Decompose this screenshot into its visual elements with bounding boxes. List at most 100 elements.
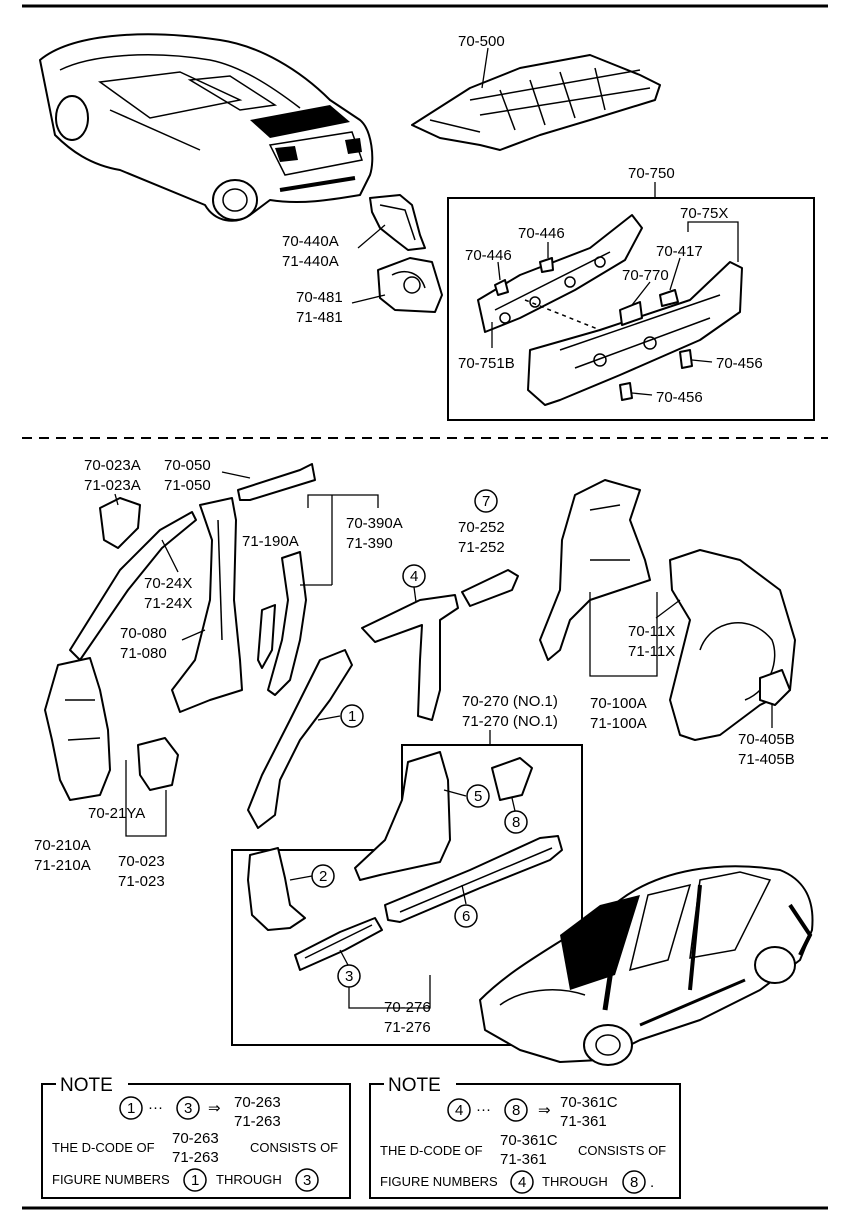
center-pillar-part-fig-4	[361, 594, 459, 721]
clip-70-456-lower	[619, 382, 633, 401]
figure-number-8-circle	[504, 810, 528, 834]
part-label-71-481: 71-481	[296, 309, 343, 326]
rear-floor-pan-part	[411, 54, 661, 151]
note-left-arrow: ⇒	[208, 1100, 221, 1117]
rear-car-illustration	[39, 33, 374, 222]
part-label-70-270: 70-270 (NO.1)	[462, 693, 558, 710]
clip-70-446-left	[494, 279, 509, 296]
part-label-71-405b: 71-405B	[738, 751, 795, 768]
part-label-70-750: 70-750	[628, 165, 675, 182]
figure-number-7-circle	[474, 489, 498, 513]
figure-number-6-circle	[454, 904, 478, 928]
note-left-range-start: 1	[127, 1100, 135, 1117]
note-left-figure-numbers: FIGURE NUMBERS	[52, 1172, 170, 1187]
figure-number-6: 6	[462, 908, 470, 925]
note-left-consists-of: CONSISTS OF	[250, 1140, 338, 1155]
bracket-part-70-21ya	[137, 737, 179, 791]
note-title-right: NOTE	[388, 1075, 441, 1096]
rear-quarter-outer-part-70-11x	[669, 549, 796, 741]
pillar-inner-part-fig-5	[354, 751, 451, 881]
part-label-70-456-upper: 70-456	[716, 355, 763, 372]
front-pillar-part-fig-1	[247, 649, 353, 829]
part-label-71-080: 71-080	[120, 645, 167, 662]
clip-70-446-right	[539, 257, 554, 273]
note-left-figure-start: 1	[191, 1172, 199, 1189]
part-label-70-080: 70-080	[120, 625, 167, 642]
part-label-71-050: 71-050	[164, 477, 211, 494]
note-right-range-end-circle	[504, 1098, 528, 1122]
note-right-range-sep: ···	[476, 1101, 491, 1118]
part-label-70-24x: 70-24X	[144, 575, 192, 592]
part-label-70-75x: 70-75X	[680, 205, 728, 222]
part-label-71-023a: 71-023A	[84, 477, 141, 494]
part-label-71-023: 71-023	[118, 873, 165, 890]
part-label-70-440a: 70-440A	[282, 233, 339, 250]
note-right-range-start: 4	[455, 1102, 463, 1119]
note-left-figure-end-circle	[295, 1168, 319, 1192]
note-title-left: NOTE	[60, 1075, 113, 1096]
roof-rail-part-70-050	[237, 463, 316, 501]
b-pillar-reinforcement-part-71-190a	[267, 551, 307, 696]
note-left-d-code-of: THE D-CODE OF	[52, 1140, 155, 1155]
part-label-70-500: 70-500	[458, 33, 505, 50]
note-right-range-end: 8	[512, 1102, 520, 1119]
bracket-part-70-440a	[369, 194, 426, 251]
note-right-consists-of: CONSISTS OF	[578, 1143, 666, 1158]
note-right-code-b-repeat: 71-361	[500, 1151, 547, 1168]
figure-number-2-circle	[311, 864, 335, 888]
rear-panel-group-box	[447, 197, 815, 421]
note-right-figure-numbers: FIGURE NUMBERS	[380, 1174, 498, 1189]
part-label-70-446-left: 70-446	[465, 247, 512, 264]
part-label-71-440a: 71-440A	[282, 253, 339, 270]
hinge-pillar-part-70-210a	[44, 657, 111, 801]
note-left-figure-start-circle	[183, 1168, 207, 1192]
hinge-bracket-part-fig-2	[247, 847, 306, 931]
part-label-71-270: 71-270 (NO.1)	[462, 713, 558, 730]
part-label-70-446-top: 70-446	[518, 225, 565, 242]
part-label-71-210a: 71-210A	[34, 857, 91, 874]
note-left-figure-end: 3	[303, 1172, 311, 1189]
figure-number-4: 4	[410, 568, 418, 585]
note-right-code-b: 71-361	[560, 1113, 607, 1130]
part-label-71-100a: 71-100A	[590, 715, 647, 732]
part-label-70-417: 70-417	[656, 243, 703, 260]
bracket-part-70-023a	[99, 497, 141, 549]
note-left-code-b: 71-263	[234, 1113, 281, 1130]
assembly-dashed-line	[524, 299, 601, 331]
part-label-71-276: 71-276	[384, 1019, 431, 1036]
figure-number-2: 2	[319, 868, 327, 885]
part-label-70-390a: 70-390A	[346, 515, 403, 532]
figure-number-1: 1	[348, 708, 356, 725]
a-pillar-rail-part-70-24x	[69, 511, 197, 661]
part-label-71-24x: 71-24X	[144, 595, 192, 612]
b-pillar-part-70-080	[171, 497, 243, 713]
note-right-code-a-repeat: 70-361C	[500, 1132, 558, 1149]
part-label-70-050: 70-050	[164, 457, 211, 474]
clip-70-770	[619, 301, 643, 326]
side-car-illustration	[479, 865, 814, 1066]
part-label-70-751b: 70-751B	[458, 355, 515, 372]
part-label-71-390: 71-390	[346, 535, 393, 552]
b-pillar-inner-part	[257, 604, 276, 669]
rear-panel-lower-part	[527, 261, 743, 406]
side-sill-part-fig-6	[384, 835, 563, 923]
note-left-range-end-circle	[176, 1096, 200, 1120]
bracket-part-70-405b	[759, 669, 791, 706]
part-label-70-456-lower: 70-456	[656, 389, 703, 406]
figure-number-3: 3	[345, 968, 353, 985]
clip-70-417	[659, 289, 679, 307]
note-right-figure-start: 4	[518, 1174, 526, 1191]
wheelhouse-part-70-481	[377, 257, 443, 313]
figure-number-1-circle	[340, 704, 364, 728]
part-label-70-100a: 70-100A	[590, 695, 647, 712]
figure-number-7: 7	[482, 493, 490, 510]
figure-number-4-circle	[402, 564, 426, 588]
note-right-figure-start-circle	[510, 1170, 534, 1194]
note-right-figure-end-circle	[622, 1170, 646, 1194]
part-label-70-405b: 70-405B	[738, 731, 795, 748]
part-label-70-770: 70-770	[622, 267, 669, 284]
note-left-code-b-repeat: 71-263	[172, 1149, 219, 1166]
part-label-71-190a: 71-190A	[242, 533, 299, 550]
part-label-70-210a: 70-210A	[34, 837, 91, 854]
